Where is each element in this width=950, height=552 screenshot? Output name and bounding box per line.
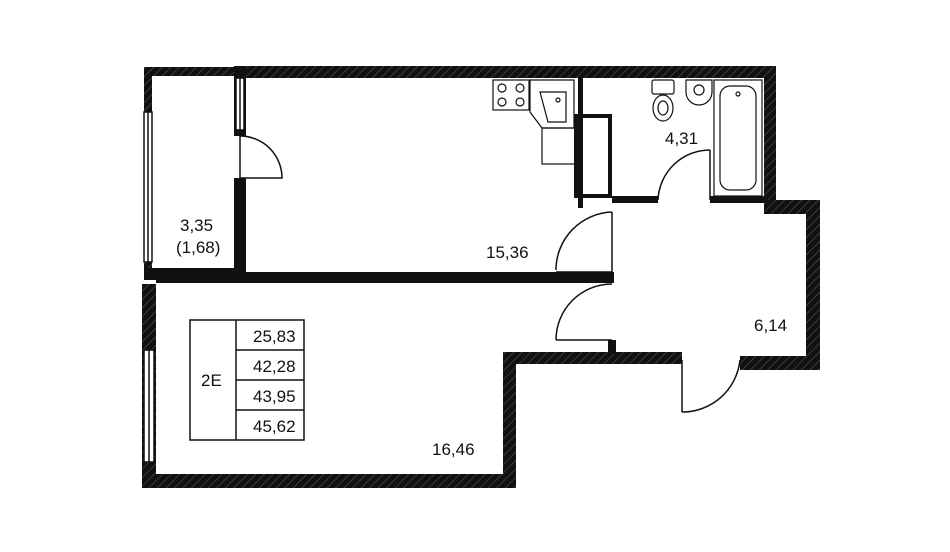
table-value: 25,83 [253, 327, 296, 346]
washbasin-icon [685, 79, 713, 106]
window-bedroom [143, 349, 155, 463]
table-value: 43,95 [253, 387, 296, 406]
kitchen-living-area: 15,36 [486, 243, 529, 262]
window-kitchen [235, 77, 245, 131]
fridge-icon [541, 127, 577, 165]
window-balcony [143, 111, 153, 263]
balcony-reduced-area: (1,68) [176, 238, 220, 257]
bathroom-area: 4,31 [665, 129, 698, 148]
balcony-area: 3,35 [180, 216, 213, 235]
ventilation-shaft [574, 114, 612, 198]
toilet-icon [651, 79, 675, 122]
stove-icon [492, 79, 530, 111]
hallway-area: 6,14 [754, 316, 787, 335]
bathtub-icon [713, 79, 763, 197]
sink-icon [529, 79, 575, 129]
summary-table [189, 319, 305, 441]
bedroom-area: 16,46 [432, 440, 475, 459]
table-value: 42,28 [253, 357, 296, 376]
apartment-type: 2E [201, 371, 222, 390]
doors [239, 135, 741, 413]
table-value: 45,62 [253, 417, 296, 436]
